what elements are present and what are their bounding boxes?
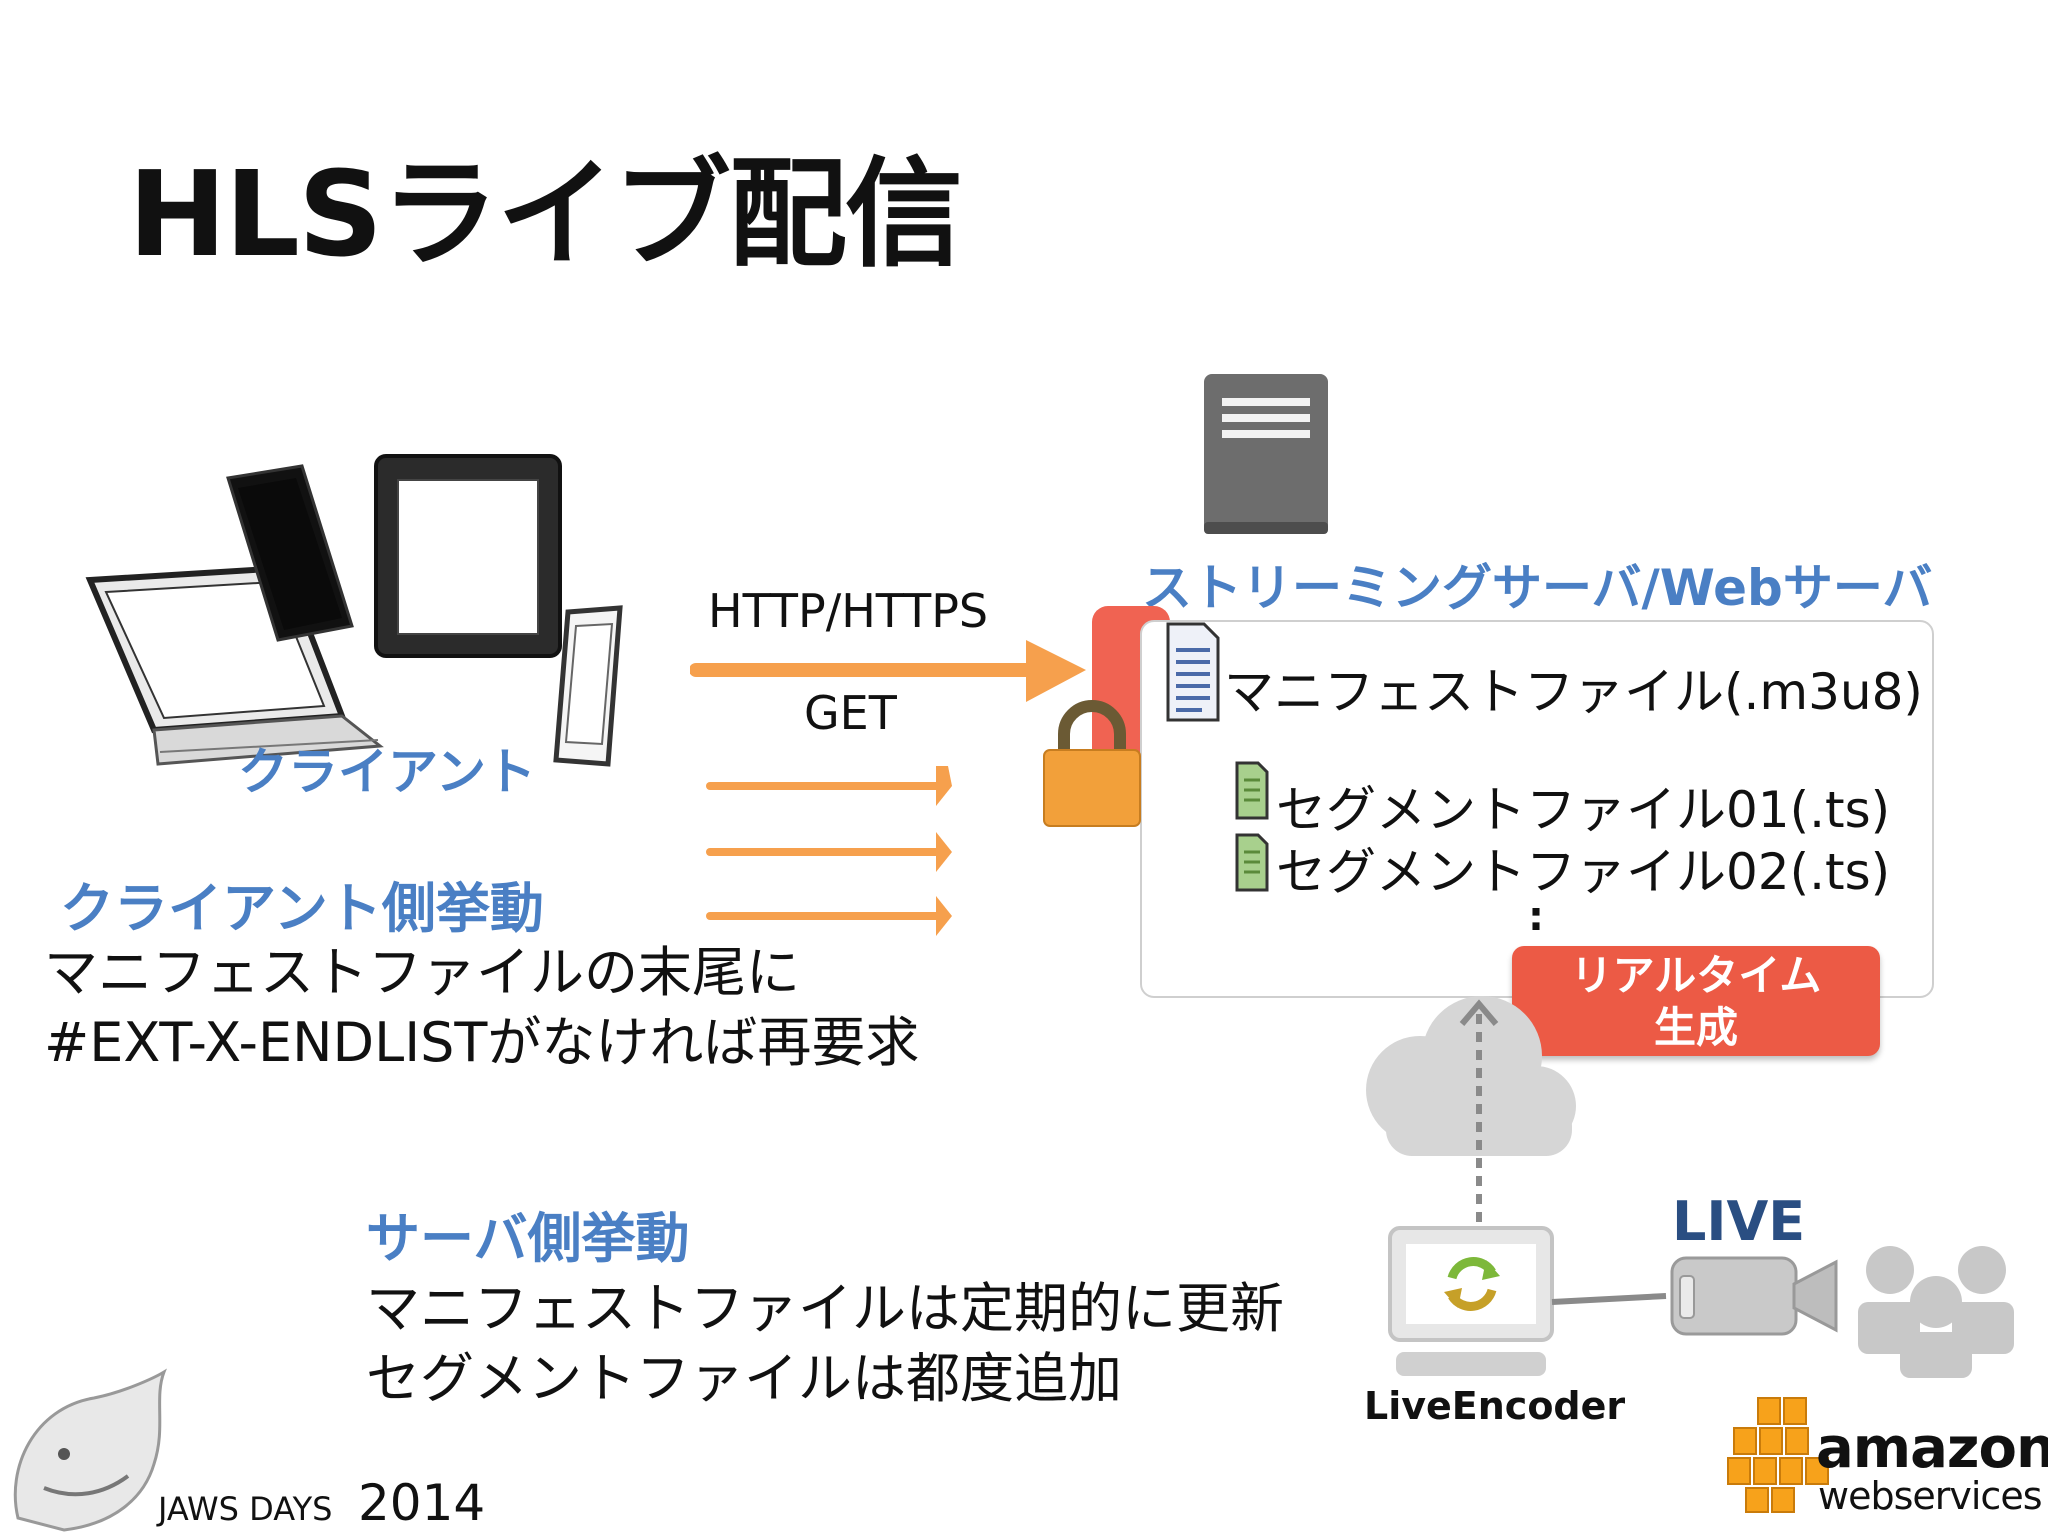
segment-file-1-label: セグメントファイル01(.ts) bbox=[1276, 781, 1891, 839]
upload-arrow bbox=[1459, 999, 1499, 1226]
page-title: HLSライブ配信 bbox=[128, 145, 963, 283]
segment-file-icon bbox=[1235, 833, 1269, 892]
repeat-arrow-2 bbox=[706, 832, 952, 872]
aws-logo-amazon: amazon bbox=[1816, 1416, 2048, 1481]
lock-icon bbox=[1043, 700, 1141, 827]
server-behavior-heading: サーバ側挙動 bbox=[366, 1207, 690, 1270]
client-behavior-line2: #EXT-X-ENDLISTがなければ再要求 bbox=[44, 1011, 920, 1074]
live-label: LIVE bbox=[1672, 1190, 1806, 1253]
segment-file-icon bbox=[1235, 761, 1269, 820]
realtime-generation-badge: リアルタイム 生成 bbox=[1512, 946, 1880, 1056]
phone-icon bbox=[226, 464, 354, 642]
repeat-arrow-3 bbox=[706, 896, 952, 936]
main-request-arrow bbox=[690, 640, 1086, 702]
cloud-icon bbox=[1366, 996, 1576, 1156]
more-files-ellipsis: : bbox=[1528, 894, 1544, 940]
video-camera-icon bbox=[1670, 1256, 1838, 1336]
shark-mascot-icon bbox=[13, 1368, 167, 1532]
live-encoder-icon bbox=[1388, 1226, 1554, 1376]
method-label: GET bbox=[804, 686, 897, 740]
smartphone-icon bbox=[553, 605, 623, 767]
aws-cubes-icon bbox=[1727, 1397, 1829, 1513]
live-encoder-label: LiveEncoder bbox=[1364, 1384, 1626, 1428]
request-arrows bbox=[690, 640, 1086, 936]
client-devices-icon bbox=[85, 454, 623, 767]
server-icon bbox=[1204, 374, 1328, 534]
realtime-line2: 生成 bbox=[1653, 1003, 1738, 1052]
server-behavior-line1: マニフェストファイルは定期的に更新 bbox=[366, 1277, 1284, 1340]
manifest-file-label: マニフェストファイル(.m3u8) bbox=[1224, 663, 1923, 721]
client-label: クライアント bbox=[238, 743, 536, 801]
client-behavior-heading: クライアント側挙動 bbox=[60, 877, 544, 940]
protocol-label: HTTP/HTTPS bbox=[708, 584, 989, 638]
segment-file-2-label: セグメントファイル02(.ts) bbox=[1276, 843, 1891, 901]
server-behavior-line2: セグメントファイルは都度追加 bbox=[366, 1347, 1122, 1410]
audience-icon bbox=[1858, 1246, 2014, 1378]
manifest-file-icon bbox=[1166, 622, 1220, 722]
connection-line bbox=[1551, 1293, 1667, 1305]
client-behavior-line1: マニフェストファイルの末尾に bbox=[44, 941, 800, 1004]
repeat-arrow-1 bbox=[706, 766, 952, 806]
realtime-line1: リアルタイム bbox=[1570, 951, 1822, 1000]
event-year: 2014 bbox=[358, 1474, 486, 1532]
server-label: ストリーミングサーバ/Webサーバ bbox=[1142, 559, 1933, 617]
sync-icon bbox=[1444, 1257, 1500, 1311]
event-name: JAWS DAYS bbox=[158, 1490, 333, 1528]
aws-logo-webservices: webservices bbox=[1818, 1474, 2042, 1518]
tablet-icon bbox=[374, 454, 562, 658]
